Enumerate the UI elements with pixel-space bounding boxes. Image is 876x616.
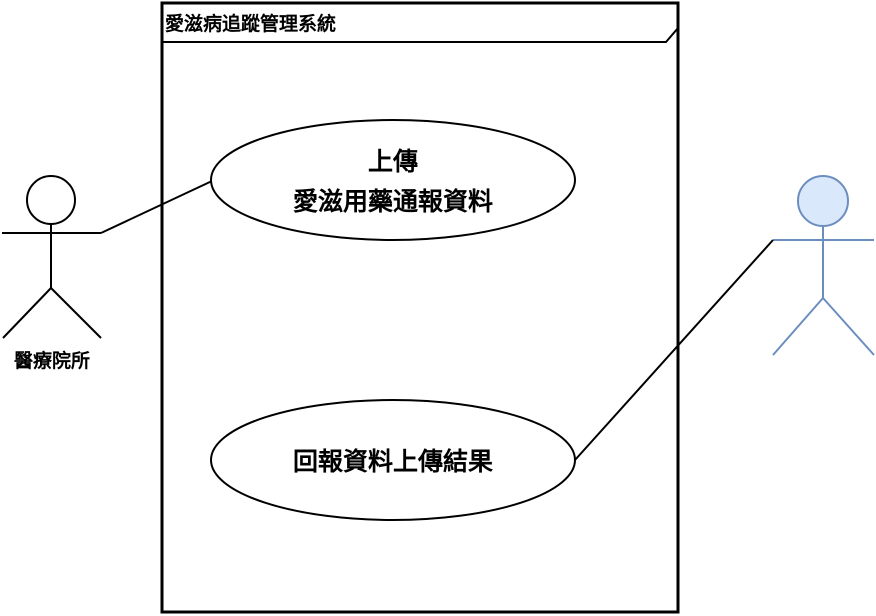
usecase-report-line1: 回報資料上傳結果: [293, 447, 493, 476]
association-responder-report: [574, 239, 774, 461]
actor-responder-head: [797, 175, 849, 227]
actor-hospital-right-leg: [50, 287, 102, 339]
usecase-upload-line2: 愛滋用藥通報資料: [293, 187, 493, 216]
usecase-report-upload-result[interactable]: 回報資料上傳結果: [210, 399, 576, 521]
system-boundary-frame: [160, 1, 680, 614]
actor-hospital-left-leg: [2, 287, 52, 339]
actor-hospital-label: 醫療院所: [14, 349, 90, 372]
association-hospital-upload: [100, 180, 213, 234]
actor-system-responder[interactable]: [772, 175, 875, 356]
usecase-report-ellipse: [210, 399, 576, 521]
system-title-tab: [162, 3, 679, 43]
actor-responder-left-leg: [772, 297, 824, 356]
actor-responder-right-leg: [822, 297, 875, 356]
actor-hospital-head: [26, 175, 76, 225]
usecase-upload-report-data[interactable]: 上傳 愛滋用藥通報資料: [210, 119, 576, 241]
system-title: 愛滋病追蹤管理系統: [165, 12, 336, 35]
usecase-upload-line1: 上傳: [368, 147, 418, 176]
usecase-upload-ellipse: [210, 119, 576, 241]
system-boundary: 愛滋病追蹤管理系統: [160, 1, 680, 614]
actor-hospital[interactable]: 醫療院所: [2, 175, 102, 372]
